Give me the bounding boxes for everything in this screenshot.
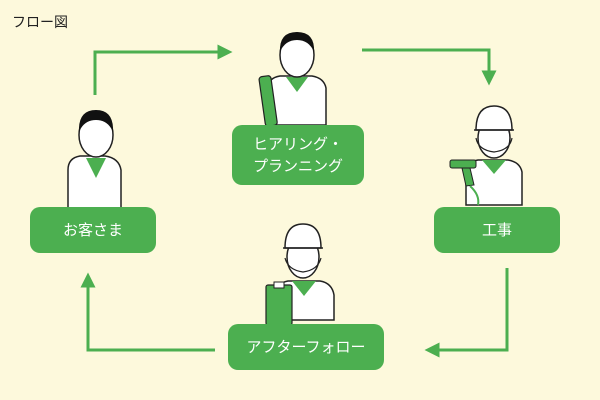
node-construction: 工事	[434, 207, 560, 253]
node-customer: お客さま	[30, 207, 156, 253]
arrow-construction-to-aftercare	[424, 268, 509, 358]
node-aftercare: アフターフォロー	[228, 324, 384, 370]
node-hearing-planning: ヒアリング・ プランニング	[232, 125, 364, 185]
worker-with-clipboard-icon	[265, 223, 335, 326]
node-hearing-label-line2: プランニング	[252, 157, 343, 175]
node-construction-label: 工事	[481, 221, 512, 239]
node-hearing-label-line1: ヒアリング・	[252, 135, 343, 153]
node-aftercare-label: アフターフォロー	[246, 338, 366, 356]
arrow-hearing-to-construction	[362, 48, 497, 86]
diagram-title: フロー図	[12, 15, 68, 31]
planner-with-blueprint-icon	[258, 32, 327, 127]
person-icon	[67, 110, 122, 211]
worker-with-drill-icon	[449, 105, 523, 206]
arrow-aftercare-to-customer	[80, 272, 215, 352]
node-customer-label: お客さま	[62, 221, 123, 239]
arrow-customer-to-hearing	[93, 44, 233, 95]
